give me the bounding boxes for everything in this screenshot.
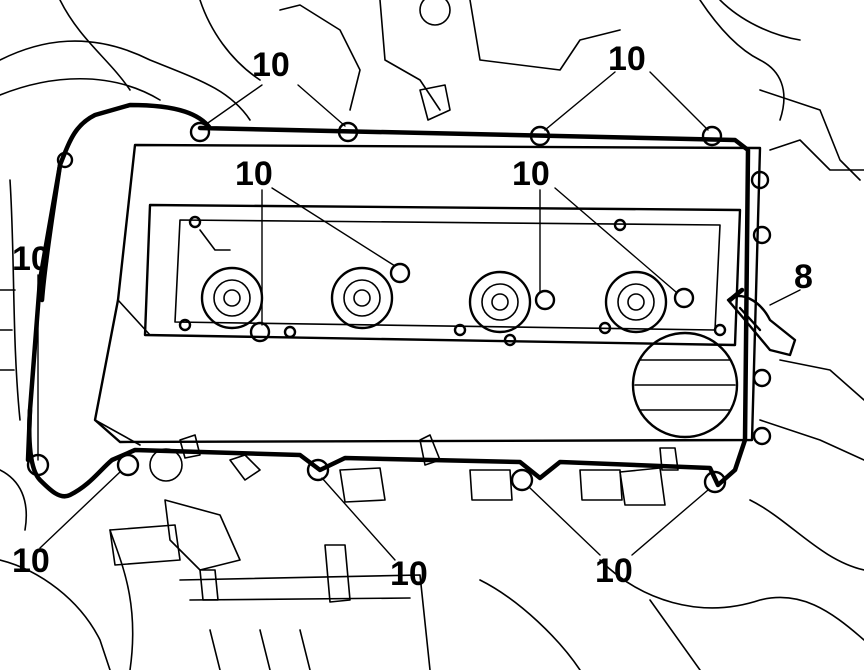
callout-side-right: 8 [794,258,813,296]
callout-inner-right: 10 [512,155,550,193]
leader-bottom-left [39,471,121,549]
leader-lines [37,71,801,561]
leader-bottom-center [321,477,396,561]
leader-inner-right-b [554,187,677,293]
plug-well-1 [200,266,264,330]
cover-bolts [26,121,772,494]
plug-well-2 [330,266,394,330]
callout-bottom-center: 10 [390,555,428,593]
callout-side-left: 10 [12,240,50,278]
leader-inner-left-b [271,187,396,267]
callout-bottom-left: 10 [12,542,50,580]
valve-cover [93,143,762,446]
leader-side-right [769,289,801,306]
leader-bottom-right-a [529,487,601,556]
plug-well-3 [468,270,532,334]
leader-top-right-a [544,71,616,131]
valve-cover-gasket [25,102,751,499]
spark-plug-wells [200,266,668,334]
callout-bottom-right: 10 [595,552,633,590]
callout-labels: 10 10 10 10 10 8 10 10 10 [12,40,813,593]
callout-top-left: 10 [252,46,290,84]
leader-top-right-b [649,71,709,131]
callout-inner-left: 10 [235,155,273,193]
right-bracket [726,294,797,357]
leader-bottom-right-b [631,489,709,556]
callout-top-right: 10 [608,40,646,78]
leader-top-left-b [297,84,346,127]
plug-well-4 [604,270,668,334]
leader-top-left-a [204,84,263,126]
